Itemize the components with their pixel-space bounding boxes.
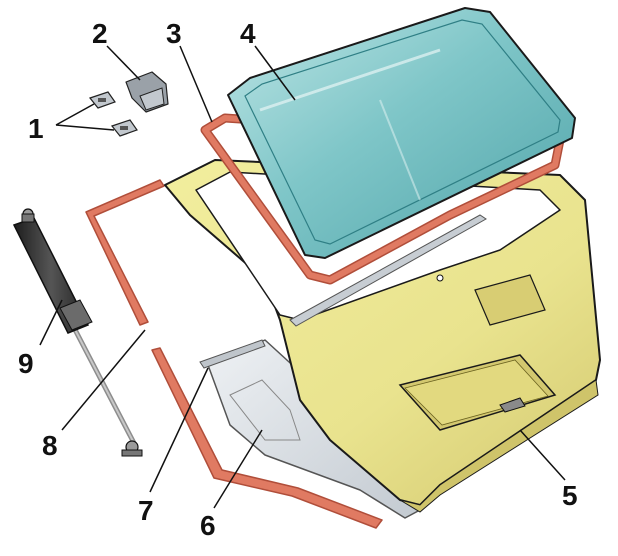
callout-5: 5 xyxy=(562,480,578,511)
lower-cross-bar xyxy=(199,339,266,369)
callout-8: 8 xyxy=(42,430,58,461)
door-rail xyxy=(289,214,487,327)
callout-4: 4 xyxy=(240,18,256,49)
callout-6: 6 xyxy=(200,510,216,541)
door-seal-strip-upper xyxy=(85,179,165,326)
gas-strut xyxy=(12,208,143,457)
callout-2: 2 xyxy=(92,18,108,49)
callout-1: 1 xyxy=(28,113,44,144)
leader-lines xyxy=(39,45,566,509)
rear-window-glass xyxy=(227,7,576,259)
clips xyxy=(88,91,138,137)
door-seal-strip-lower xyxy=(151,347,383,529)
callout-7: 7 xyxy=(138,495,154,526)
callout-labels: 1 2 3 4 5 6 7 8 9 xyxy=(18,18,578,541)
callout-9: 9 xyxy=(18,348,34,379)
hinge-cover xyxy=(125,71,169,113)
callout-3: 3 xyxy=(166,18,182,49)
